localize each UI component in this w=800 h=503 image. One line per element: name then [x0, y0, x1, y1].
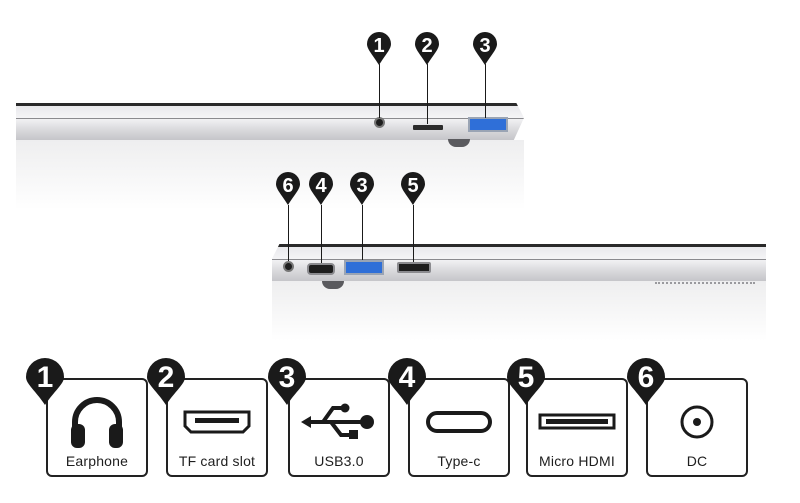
usb-port	[344, 260, 384, 275]
map-pin-icon	[415, 32, 439, 65]
marker-line	[321, 205, 322, 263]
marker-number: 5	[407, 175, 419, 197]
port-label: Type-c	[437, 453, 481, 469]
port-number-badge: 5	[506, 358, 546, 406]
badge-number: 5	[517, 361, 535, 394]
marker-number: 3	[479, 35, 491, 57]
port-label: DC	[686, 453, 708, 469]
marker-pin: 4	[308, 172, 334, 206]
map-pin-icon	[350, 172, 374, 205]
type-c-icon	[426, 411, 492, 433]
map-pin-icon	[367, 32, 391, 65]
tf-card-icon	[183, 410, 251, 434]
dc-port	[283, 261, 294, 272]
map-pin-icon	[401, 172, 425, 205]
marker-pin: 5	[400, 172, 426, 206]
port-number-badge: 1	[25, 358, 65, 406]
marker-line	[288, 205, 289, 261]
port-card-dc: DC	[646, 378, 748, 477]
laptop-right-side-view	[16, 103, 524, 140]
usb-icon	[301, 403, 374, 439]
marker-line	[427, 64, 428, 124]
port-label: USB3.0	[314, 453, 364, 469]
type-c-port	[307, 263, 335, 275]
marker-number: 2	[421, 35, 433, 57]
marker-line	[379, 64, 380, 118]
map-pin-icon	[147, 358, 185, 405]
laptop-bottom-shadow	[272, 281, 766, 341]
map-pin-icon	[507, 358, 545, 405]
port-number-badge: 3	[267, 358, 307, 406]
badge-number: 2	[157, 361, 175, 394]
port-number-badge: 6	[626, 358, 666, 406]
tf-card-port	[413, 125, 443, 130]
badge-number: 6	[637, 361, 655, 394]
laptop-foot	[448, 139, 470, 147]
map-pin-icon	[388, 358, 426, 405]
headphones-icon	[71, 397, 123, 448]
marker-number: 6	[282, 175, 294, 197]
lid-seam	[16, 118, 524, 119]
vent-grille	[655, 282, 755, 286]
marker-pin: 1	[366, 32, 392, 66]
map-pin-icon	[26, 358, 64, 405]
map-pin-icon	[309, 172, 333, 205]
micro-hdmi-port	[397, 262, 431, 273]
port-card-type-c: Type-c	[408, 378, 510, 477]
port-number-badge: 2	[146, 358, 186, 406]
marker-pin: 2	[414, 32, 440, 66]
marker-number: 1	[373, 35, 385, 57]
marker-number: 4	[315, 175, 327, 197]
earphone-port	[374, 117, 385, 128]
marker-line	[485, 64, 486, 118]
marker-line	[362, 205, 363, 260]
port-label: Earphone	[65, 453, 129, 469]
port-label: Micro HDMI	[539, 453, 615, 469]
laptop-top-shadow	[16, 140, 524, 210]
port-number-badge: 4	[387, 358, 427, 406]
map-pin-icon	[276, 172, 300, 205]
usb-port	[468, 117, 508, 132]
laptop-foot	[322, 281, 344, 289]
port-card-earphone: Earphone	[46, 378, 148, 477]
micro-hdmi-icon	[538, 413, 616, 430]
marker-line	[413, 205, 414, 262]
map-pin-icon	[627, 358, 665, 405]
marker-number: 3	[356, 175, 368, 197]
badge-number: 1	[36, 361, 54, 394]
map-pin-icon	[268, 358, 306, 405]
port-label: TF card slot	[178, 453, 256, 469]
port-card-tf-card-slot: TF card slot	[166, 378, 268, 477]
dc-power-icon	[680, 405, 714, 439]
port-card-usb: USB3.0	[288, 378, 390, 477]
port-card-micro-hdmi: Micro HDMI	[526, 378, 628, 477]
marker-pin: 3	[349, 172, 375, 206]
marker-pin: 6	[275, 172, 301, 206]
map-pin-icon	[473, 32, 497, 65]
lid-seam	[272, 259, 766, 260]
marker-pin: 3	[472, 32, 498, 66]
badge-number: 4	[398, 361, 416, 394]
badge-number: 3	[278, 361, 296, 394]
